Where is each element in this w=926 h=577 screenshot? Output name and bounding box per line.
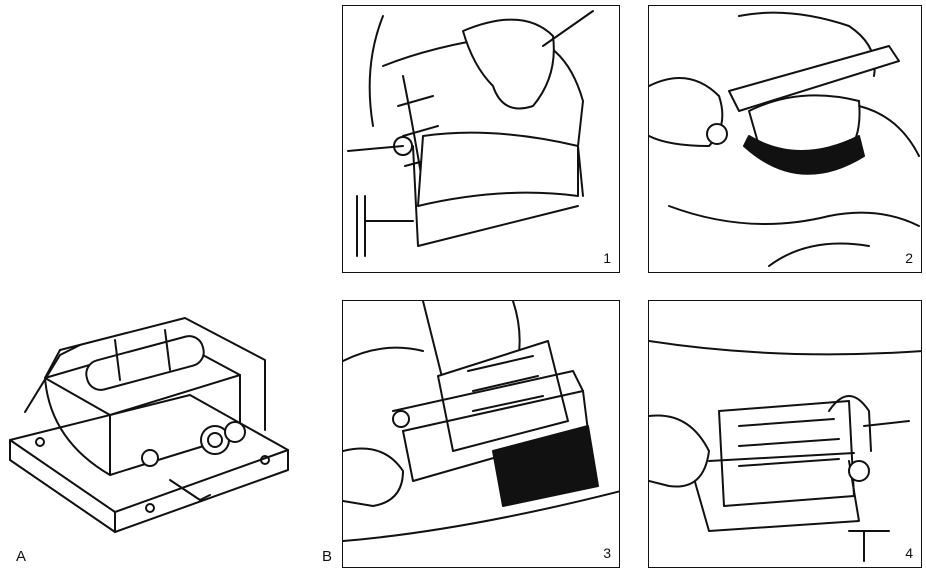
skin-graft-icon [343,301,619,542]
panel-number-2: 2 [905,250,913,266]
dermatome-device-illustration [9,317,289,533]
panel-number-4: 4 [905,545,913,561]
part-b-label: B [322,548,333,565]
panel-number-3: 3 [603,545,611,561]
step-panel-3: 3 [342,300,620,568]
hand-drawing-icon [649,11,920,267]
step-panel-2: 2 [648,5,922,273]
hand-drawing-icon [347,10,594,257]
part-a-label: A [16,548,27,565]
hand-drawing-icon [649,340,921,562]
step-panel-1: 1 [342,5,620,273]
panel-number-1: 1 [603,250,611,266]
step-panel-4: 4 [648,300,922,568]
